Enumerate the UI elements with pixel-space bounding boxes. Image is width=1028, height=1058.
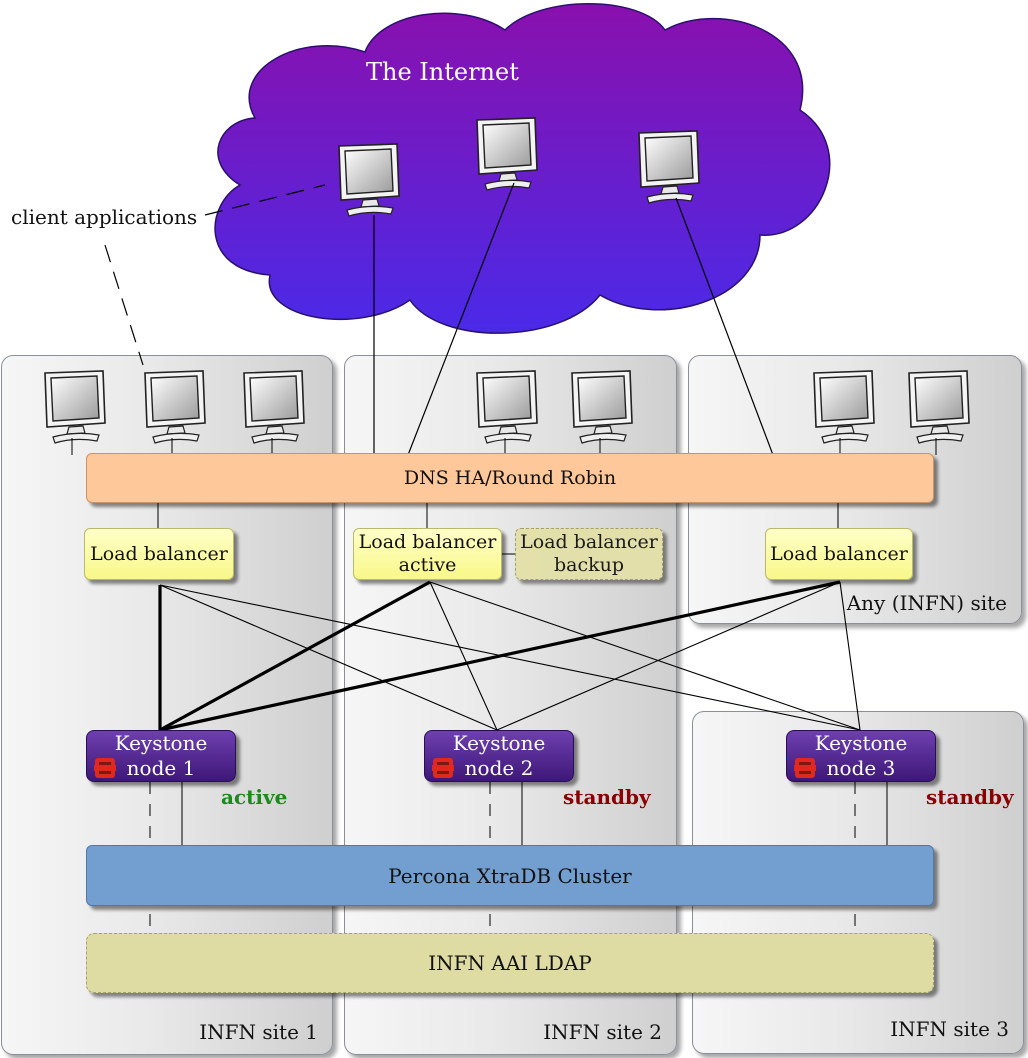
keystone-line2: node 3 (826, 756, 896, 780)
site-label-1: INFN site 1 (199, 1020, 318, 1044)
keystone-node-1: Keystone node 1 (86, 730, 236, 782)
lb-any-label: Load balancer (770, 542, 908, 565)
keystone-line1: Keystone (452, 731, 546, 755)
monitor-icon (813, 370, 875, 444)
openstack-icon (794, 758, 816, 778)
dns-round-robin: DNS HA/Round Robin (86, 453, 934, 503)
status-node-3: standby (926, 785, 1014, 809)
lb-backup-label: Load balancer backup (520, 531, 658, 576)
monitor-icon (571, 370, 633, 444)
keystone-line2: node 1 (126, 756, 196, 780)
load-balancer-backup: Load balancer backup (515, 528, 663, 580)
monitor-icon (908, 370, 970, 444)
keystone-line2: node 2 (464, 756, 534, 780)
client-applications-label: client applications (11, 205, 198, 229)
load-balancer-any-site: Load balancer (765, 528, 913, 580)
monitor-icon (144, 370, 206, 444)
keystone-line1: Keystone (814, 731, 908, 755)
percona-xtradb-cluster: Percona XtraDB Cluster (86, 845, 934, 906)
internet-title: The Internet (366, 58, 519, 86)
lb-active-label: Load balancer active (358, 531, 497, 576)
site-label-any: Any (INFN) site (846, 591, 1007, 615)
openstack-icon (94, 758, 116, 778)
load-balancer-site1: Load balancer (84, 528, 234, 580)
load-balancer-active: Load balancer active (353, 528, 502, 580)
lb-label: Load balancer (90, 542, 228, 565)
monitor-icon (476, 370, 538, 444)
keystone-node-3: Keystone node 3 (786, 730, 936, 782)
keystone-line1: Keystone (114, 731, 208, 755)
percona-label: Percona XtraDB Cluster (388, 863, 632, 888)
monitor-icon (243, 370, 305, 444)
ldap-label: INFN AAI LDAP (428, 951, 592, 975)
infn-aai-ldap: INFN AAI LDAP (86, 933, 934, 993)
site-label-3: INFN site 3 (890, 1017, 1009, 1041)
openstack-icon (432, 758, 454, 778)
dns-label: DNS HA/Round Robin (403, 467, 617, 489)
status-node-1: active (221, 785, 288, 809)
keystone-node-2: Keystone node 2 (424, 730, 574, 782)
monitor-icon (44, 370, 106, 444)
status-node-2: standby (563, 785, 651, 809)
site-label-2: INFN site 2 (543, 1020, 662, 1044)
